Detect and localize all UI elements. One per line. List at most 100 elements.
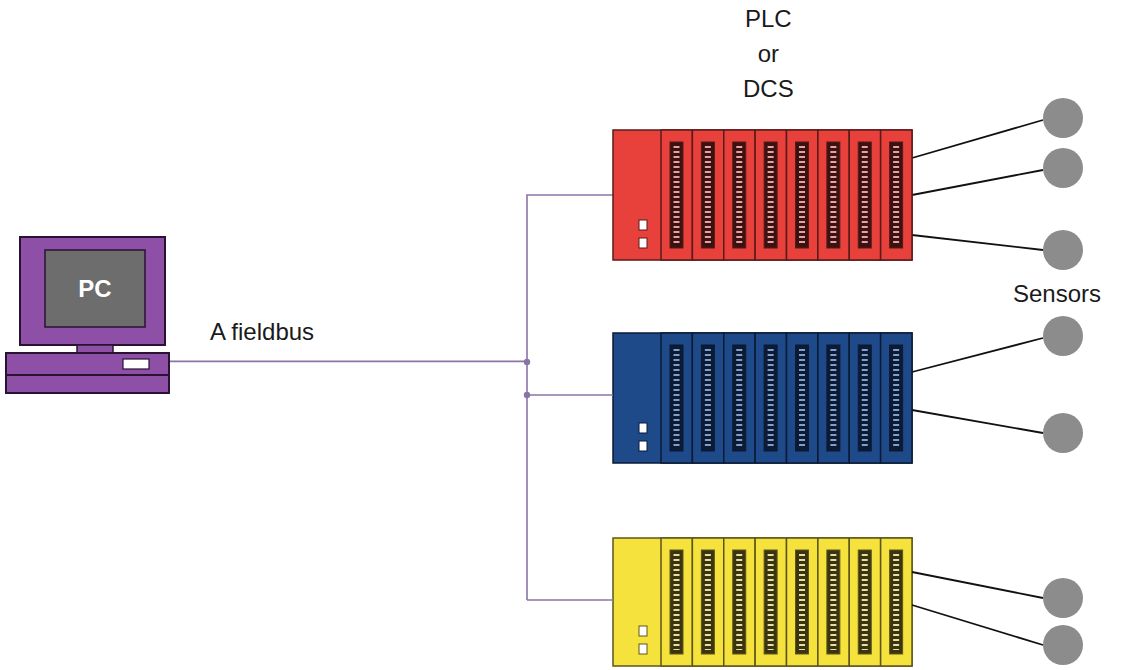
rack-button	[639, 626, 647, 636]
terminal-screws	[705, 349, 711, 447]
rack-button	[639, 441, 647, 451]
terminal-strip	[701, 142, 714, 248]
io-module	[787, 130, 818, 260]
terminal-strip	[827, 345, 840, 451]
terminal-strip	[733, 142, 746, 248]
terminal-strip	[858, 345, 871, 451]
io-module	[755, 333, 786, 463]
pc-node: PC	[5, 235, 170, 395]
pc-base-stripe	[6, 374, 169, 376]
controller-rack: PLC or DCS	[613, 130, 912, 260]
rack-heading: PLC or DCS	[743, 1, 794, 106]
screen-label: PC	[45, 250, 145, 327]
terminal-screws	[768, 146, 774, 244]
rack-body	[613, 333, 912, 463]
io-module	[661, 130, 692, 260]
bus-junction	[524, 392, 530, 398]
sensor-wire	[912, 170, 1043, 195]
sensor-wire	[912, 338, 1043, 372]
group-label: Sensors	[1013, 280, 1101, 308]
sensor	[1043, 413, 1083, 453]
io-module	[724, 130, 755, 260]
terminal-screws	[736, 146, 742, 244]
io-module	[818, 333, 849, 463]
disk-drive	[123, 359, 149, 369]
terminal-screws	[705, 146, 711, 244]
screen	[45, 250, 145, 327]
terminal-strip	[733, 345, 746, 451]
io-module	[787, 333, 818, 463]
terminal-screws	[799, 146, 805, 244]
io-module	[692, 130, 723, 260]
io-module	[787, 538, 818, 666]
sensor-wire	[912, 120, 1043, 158]
io-module	[849, 130, 880, 260]
terminal-screws	[768, 349, 774, 447]
io-module	[849, 538, 880, 666]
terminal-strip	[827, 550, 840, 654]
bus-label: A fieldbus	[210, 318, 314, 346]
io-module	[818, 130, 849, 260]
terminal-strip	[764, 142, 777, 248]
terminal-strip	[733, 550, 746, 654]
rack-button	[639, 220, 647, 230]
terminal-screws	[830, 554, 836, 650]
pc-base	[6, 353, 169, 393]
terminal-strip	[890, 142, 903, 248]
rack-shape	[613, 130, 912, 260]
terminal-screws	[736, 349, 742, 447]
terminal-strip	[858, 142, 871, 248]
terminal-screws	[674, 554, 680, 650]
sensor-wire	[912, 235, 1043, 250]
terminal-screws	[862, 554, 868, 650]
sensor	[1043, 578, 1083, 618]
terminal-screws	[893, 554, 899, 650]
terminal-screws	[893, 349, 899, 447]
terminal-screws	[893, 146, 899, 244]
rack-button	[639, 423, 647, 433]
rack-body	[613, 538, 912, 666]
sensor-wire	[912, 410, 1043, 433]
io-module	[881, 538, 912, 666]
terminal-strip	[701, 345, 714, 451]
bus-branch	[527, 394, 613, 396]
terminal-screws	[862, 349, 868, 447]
terminal-strip	[701, 550, 714, 654]
terminal-strip	[858, 550, 871, 654]
terminal-strip	[827, 142, 840, 248]
io-module	[661, 333, 692, 463]
io-module	[818, 538, 849, 666]
bus-branch	[527, 599, 613, 601]
fieldbus-line	[170, 195, 613, 361]
pc-icon	[5, 235, 170, 395]
io-module	[755, 538, 786, 666]
io-module	[692, 333, 723, 463]
io-module	[881, 333, 912, 463]
sensor	[1043, 98, 1083, 138]
io-module	[849, 333, 880, 463]
io-module	[692, 538, 723, 666]
terminal-screws	[830, 146, 836, 244]
sensor-wire	[912, 572, 1043, 598]
terminal-strip	[670, 345, 683, 451]
sensor	[1043, 148, 1083, 188]
io-module	[661, 538, 692, 666]
rack-body	[613, 130, 912, 260]
rack-button	[639, 238, 647, 248]
terminal-screws	[674, 146, 680, 244]
sensor	[1043, 230, 1083, 270]
io-module	[755, 130, 786, 260]
terminal-strip	[890, 550, 903, 654]
io-module	[724, 333, 755, 463]
rack-button	[639, 644, 647, 654]
terminal-strip	[796, 550, 809, 654]
monitor	[20, 237, 165, 345]
terminal-screws	[830, 349, 836, 447]
io-module	[881, 130, 912, 260]
terminal-screws	[799, 349, 805, 447]
terminal-screws	[768, 554, 774, 650]
terminal-screws	[862, 146, 868, 244]
